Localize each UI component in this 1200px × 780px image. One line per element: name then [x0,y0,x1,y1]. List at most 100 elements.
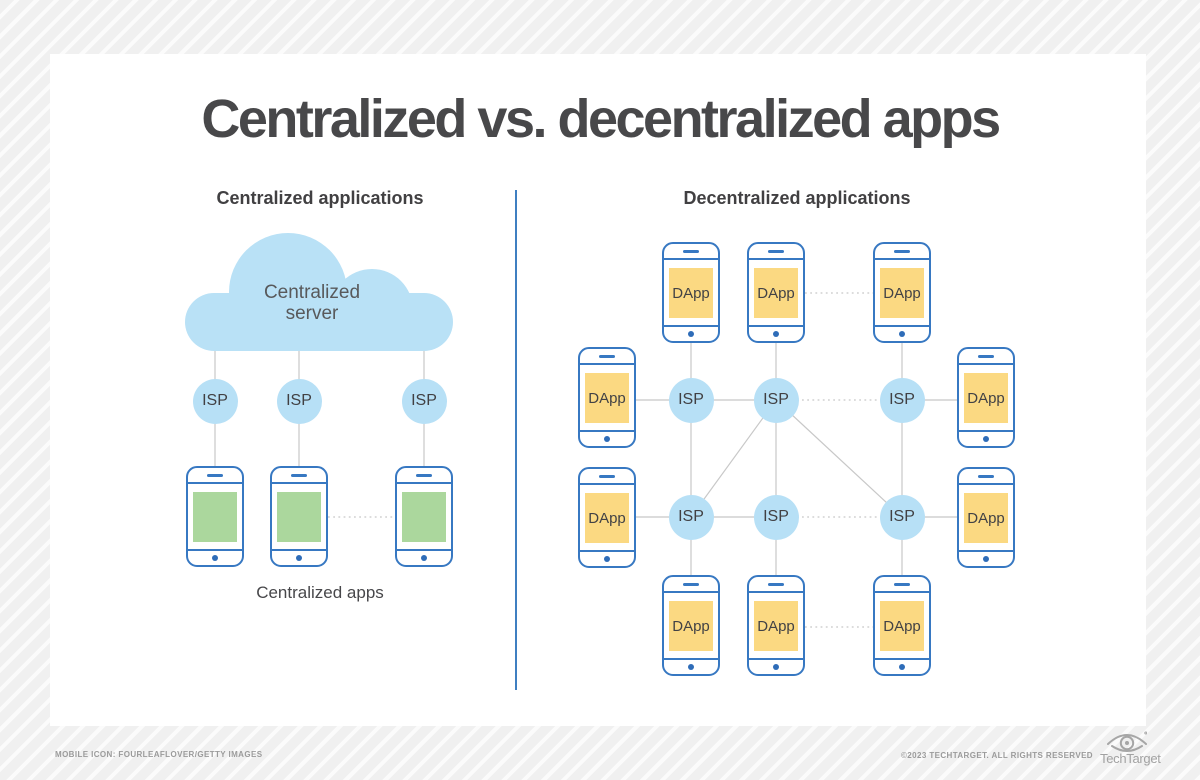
phone-top-divider [580,363,634,365]
isp-node-left-1: ISP [192,378,238,424]
connector [775,399,903,518]
phone-dapp-bottom-1: DApp [662,575,720,676]
brand-text: TechTarget [1100,751,1161,766]
copyright-text: ©2023 TECHTARGET. ALL RIGHTS RESERVED [901,751,1093,760]
right-panel-heading: Decentralized applications [683,188,911,208]
phone-speaker-icon [683,583,699,586]
home-button-icon [604,556,610,562]
phone-speaker-icon [599,355,615,358]
image-credit: MOBILE ICON: FOURLEAFLOVER/GETTY IMAGES [55,750,263,759]
connector [690,399,777,518]
phone-bottom-divider [959,550,1013,552]
phone-dapp-top-2: DApp [747,242,805,343]
left-panel-heading: Centralized applications [216,188,424,208]
phone-speaker-icon [978,355,994,358]
panel-divider [515,190,517,690]
home-button-icon [421,555,427,561]
phone-bottom-divider [188,549,242,551]
phone-bottom-divider [272,549,326,551]
phone-bottom-divider [875,658,929,660]
home-button-icon [688,664,694,670]
phone-top-divider [959,483,1013,485]
phone-bottom-divider [580,550,634,552]
phone-screen: DApp [585,493,629,543]
phone-top-divider [749,591,803,593]
phone-dapp-bottom-2: DApp [747,575,805,676]
phone-bottom-divider [397,549,451,551]
phone-speaker-icon [599,475,615,478]
isp-node-right-r2c2: ISP [753,494,799,540]
phone-bottom-divider [580,430,634,432]
cloud-label-line2: server [285,303,339,324]
phone-top-divider [664,258,718,260]
eye-icon [1107,731,1147,752]
phone-dapp-top-1: DApp [662,242,720,343]
isp-node-left-3: ISP [401,378,447,424]
phone-screen: DApp [754,601,798,651]
page-title: Centralized vs. decentralized apps [201,89,1001,149]
phone-screen: DApp [754,268,798,318]
phone-bottom-divider [749,658,803,660]
phone-speaker-icon [207,474,223,477]
home-button-icon [983,436,989,442]
cloud-label-line1: Centralized [263,282,361,303]
phone-speaker-icon [291,474,307,477]
home-button-icon [604,436,610,442]
phone-centralized-3 [395,466,453,567]
phone-bottom-divider [749,325,803,327]
phone-speaker-icon [683,250,699,253]
phone-screen [402,492,446,542]
phone-dapp-top-3: DApp [873,242,931,343]
cloud-shape [185,230,453,351]
phone-dapp-right-2: DApp [957,467,1015,568]
phone-screen: DApp [880,601,924,651]
phone-screen [193,492,237,542]
phone-speaker-icon [768,250,784,253]
phone-screen: DApp [669,601,713,651]
phone-screen: DApp [964,373,1008,423]
phone-screen: DApp [880,268,924,318]
phone-screen: DApp [964,493,1008,543]
phone-bottom-divider [664,325,718,327]
left-panel-caption: Centralized apps [256,583,384,602]
phone-dapp-left-1: DApp [578,347,636,448]
home-button-icon [899,331,905,337]
phone-centralized-1 [186,466,244,567]
phone-dapp-bottom-3: DApp [873,575,931,676]
home-button-icon [212,555,218,561]
phone-screen: DApp [585,373,629,423]
home-button-icon [983,556,989,562]
phone-bottom-divider [664,658,718,660]
isp-node-left-2: ISP [276,378,322,424]
phone-top-divider [875,591,929,593]
cloud-label: Centralized server [232,282,392,324]
home-button-icon [899,664,905,670]
phone-top-divider [664,591,718,593]
home-button-icon [773,664,779,670]
phone-top-divider [272,482,326,484]
phone-bottom-divider [875,325,929,327]
isp-node-right-r1c3: ISP [879,377,925,423]
phone-speaker-icon [416,474,432,477]
home-button-icon [773,331,779,337]
phone-speaker-icon [894,250,910,253]
phone-top-divider [875,258,929,260]
isp-node-right-r2c1: ISP [668,494,714,540]
phone-dapp-left-2: DApp [578,467,636,568]
phone-speaker-icon [894,583,910,586]
phone-top-divider [959,363,1013,365]
phone-screen: DApp [669,268,713,318]
phone-bottom-divider [959,430,1013,432]
techtarget-logo: TechTarget [1100,731,1161,766]
isp-node-right-r1c2: ISP [753,377,799,423]
phone-top-divider [188,482,242,484]
phone-top-divider [580,483,634,485]
phone-centralized-2 [270,466,328,567]
phone-speaker-icon [768,583,784,586]
phone-dapp-right-1: DApp [957,347,1015,448]
phone-top-divider [749,258,803,260]
home-button-icon [296,555,302,561]
isp-node-right-r2c3: ISP [879,494,925,540]
phone-top-divider [397,482,451,484]
